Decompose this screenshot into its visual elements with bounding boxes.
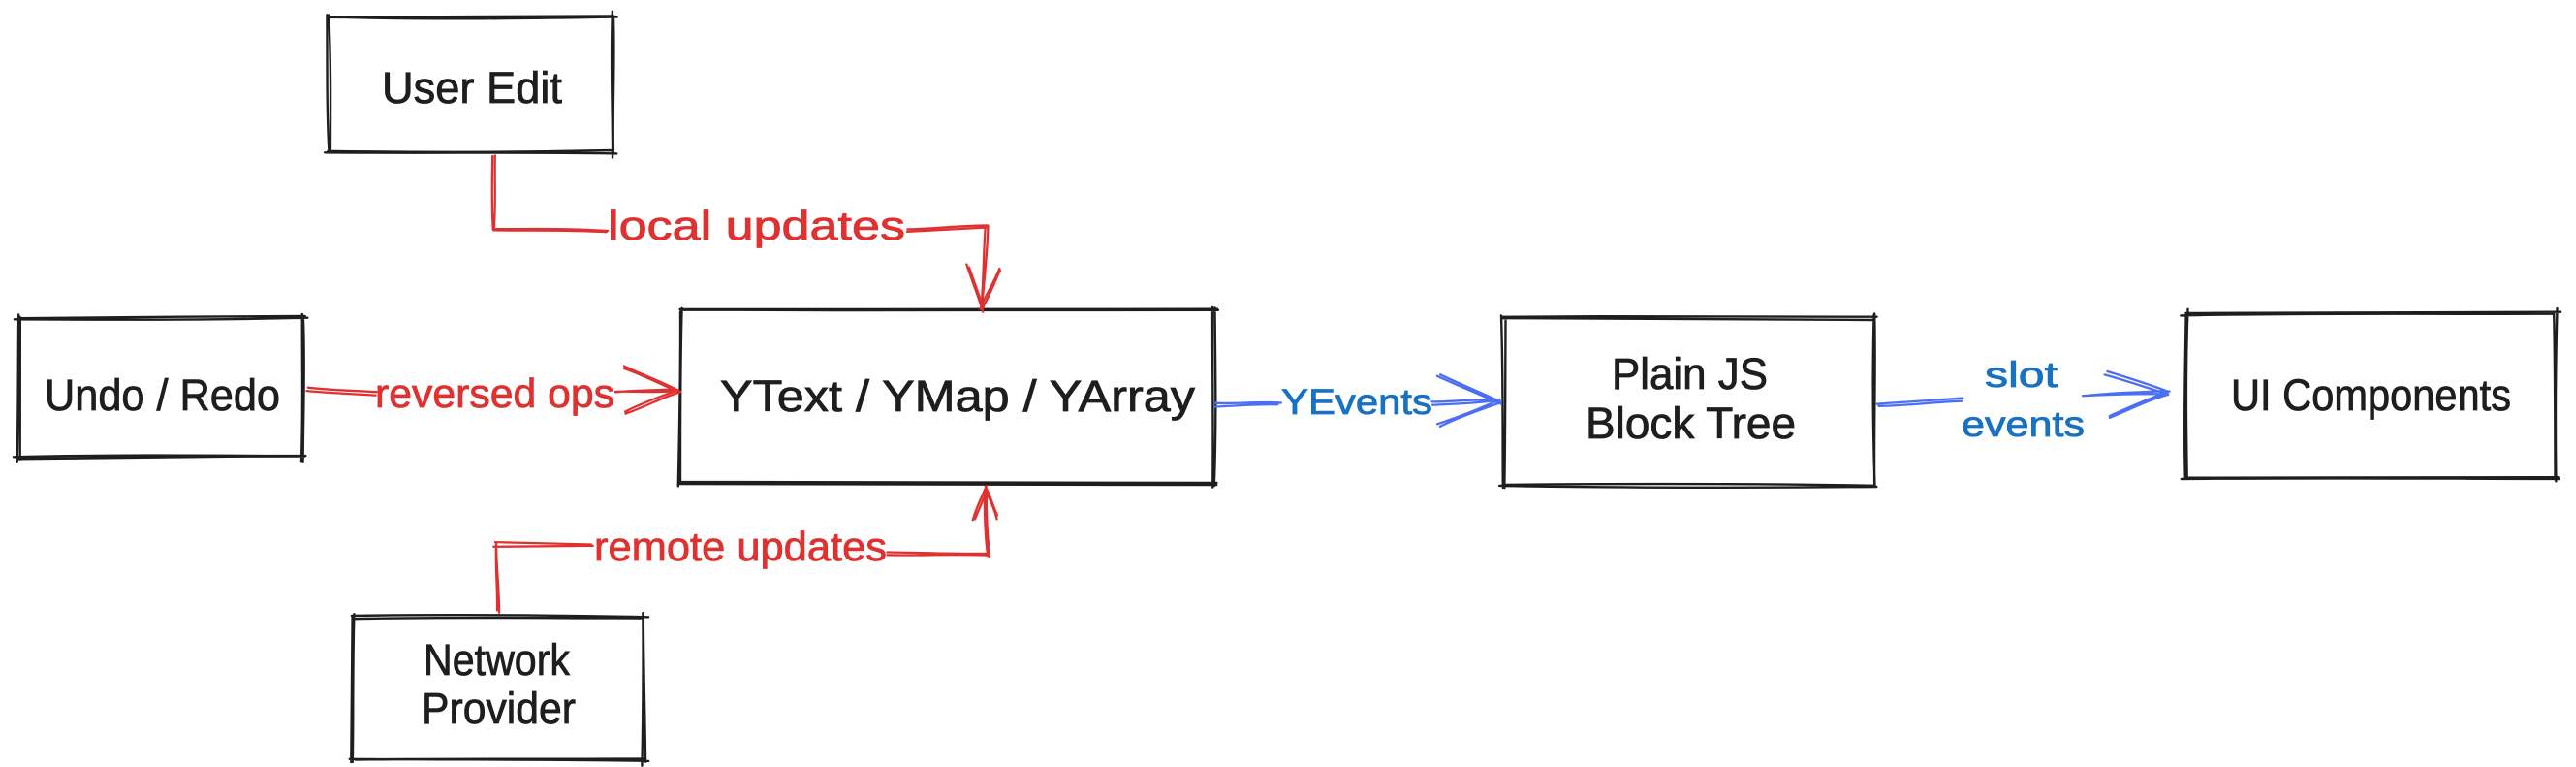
- svg-text:Network: Network: [424, 635, 570, 685]
- svg-text:Plain JS: Plain JS: [1612, 349, 1768, 399]
- svg-text:Block Tree: Block Tree: [1586, 399, 1796, 448]
- svg-text:YText / YMap / YArray: YText / YMap / YArray: [720, 371, 1196, 421]
- svg-text:reversed ops: reversed ops: [375, 370, 614, 416]
- svg-text:Undo / Redo: Undo / Redo: [45, 370, 280, 420]
- svg-text:local updates: local updates: [608, 203, 905, 248]
- svg-text:YEvents: YEvents: [1281, 382, 1432, 422]
- svg-text:UI Components: UI Components: [2231, 370, 2511, 420]
- svg-text:events: events: [1962, 404, 2085, 444]
- svg-text:Provider: Provider: [422, 684, 576, 733]
- svg-text:remote updates: remote updates: [594, 524, 887, 569]
- svg-text:slot: slot: [1985, 355, 2058, 395]
- svg-text:User Edit: User Edit: [382, 63, 562, 112]
